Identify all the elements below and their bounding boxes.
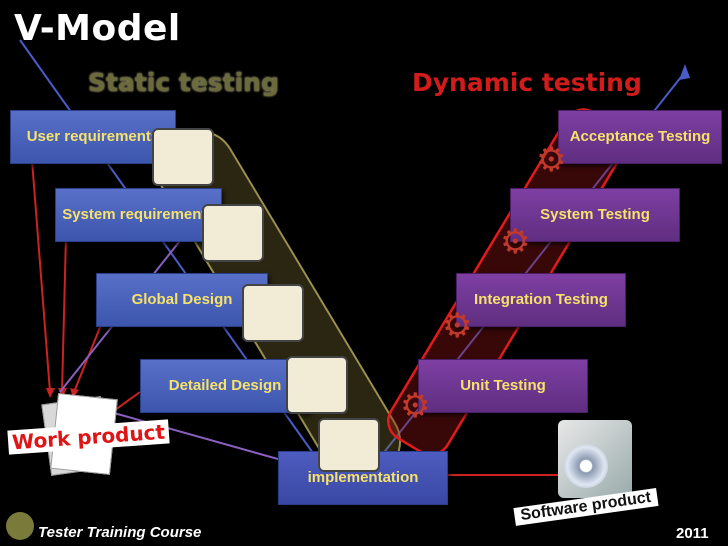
box-label: User requirements	[26, 128, 160, 145]
box-detailed-design: Detailed Design	[140, 359, 310, 413]
gear-icon: ⚙	[536, 141, 567, 179]
box-label: System requirements	[62, 206, 215, 223]
box-acceptance-testing: Acceptance Testing	[558, 110, 722, 164]
gear-icon: ⚙	[500, 223, 531, 261]
tester-logo-icon	[6, 512, 34, 540]
box-system-requirements: System requirements	[55, 188, 222, 242]
page-title: V-Model	[14, 8, 181, 49]
box-system-testing: System Testing	[510, 188, 680, 242]
box-global-design: Global Design	[96, 273, 268, 327]
dynamic-testing-label: Dynamic testing	[412, 68, 642, 97]
box-integration-testing: Integration Testing	[456, 273, 626, 327]
software-box-icon	[558, 420, 632, 498]
box-label: Acceptance Testing	[569, 128, 711, 145]
static-review-icon	[318, 418, 380, 472]
box-label: Integration Testing	[474, 291, 608, 308]
static-review-icon	[202, 204, 264, 262]
static-review-icon	[286, 356, 348, 414]
footer-course-label: Tester Training Course	[38, 524, 202, 541]
static-testing-label: Static testing	[88, 68, 279, 97]
box-label: System Testing	[540, 206, 650, 223]
gear-icon: ⚙	[400, 387, 431, 425]
year-label: 2011	[676, 525, 709, 542]
box-label: implementation	[307, 469, 419, 486]
box-label: Unit Testing	[460, 377, 546, 394]
box-user-requirements: User requirements	[10, 110, 176, 164]
gear-icon: ⚙	[442, 307, 473, 345]
box-label: Global Design	[131, 291, 233, 308]
box-label: Detailed Design	[168, 377, 282, 394]
static-review-icon	[152, 128, 214, 186]
static-review-icon	[242, 284, 304, 342]
box-unit-testing: Unit Testing	[418, 359, 588, 413]
